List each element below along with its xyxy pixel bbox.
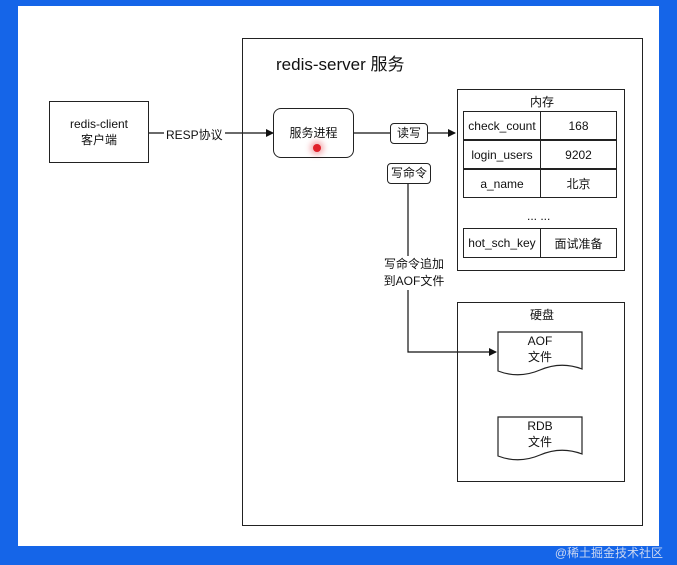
memory-key-cell: hot_sch_key <box>463 228 541 258</box>
memory-key-text: login_users <box>471 147 533 162</box>
aof-file-line1: AOF <box>527 334 553 348</box>
write-command-box: 写命令 <box>387 163 431 184</box>
memory-key-cell: login_users <box>463 140 541 169</box>
cursor-indicator <box>313 144 321 152</box>
memory-key-text: check_count <box>468 118 536 133</box>
memory-value-text: 面试准备 <box>554 236 603 251</box>
rdb-file-label: RDB 文件 <box>497 418 583 450</box>
redis-client-label: redis-client <box>69 116 129 131</box>
memory-ellipsis: ... ... <box>527 209 551 223</box>
memory-value-cell: 168 <box>540 111 617 140</box>
server-title: redis-server 服务 <box>276 55 405 74</box>
redis-server-container <box>242 38 643 526</box>
rdb-file-line2: 文件 <box>527 435 552 450</box>
memory-container <box>457 89 625 271</box>
aof-file-line2: 文件 <box>527 350 552 365</box>
resp-protocol-label: RESP协议 <box>164 126 225 143</box>
memory-key-text: a_name <box>480 176 524 191</box>
service-process-label: 服务进程 <box>289 125 338 140</box>
memory-key-cell: check_count <box>463 111 541 140</box>
disk-container <box>457 302 625 482</box>
rdb-file-shape <box>497 416 583 461</box>
redis-client-box: redis-client 客户端 <box>49 101 149 163</box>
append-note-line2: 到AOF文件 <box>383 273 445 288</box>
append-note-line1: 写命令追加 <box>383 257 444 271</box>
memory-value-text: 9202 <box>565 147 592 162</box>
append-note: 写命令追加 到AOF文件 <box>374 256 454 290</box>
disk-title: 硬盘 <box>530 308 555 322</box>
memory-value-text: 168 <box>568 118 589 133</box>
rdb-file-line1: RDB <box>527 419 553 433</box>
memory-value-cell: 北京 <box>540 169 617 198</box>
aof-file-shape <box>497 331 583 376</box>
client-cn-label: 客户端 <box>80 133 117 147</box>
aof-file-label: AOF 文件 <box>497 333 583 365</box>
memory-key-cell: a_name <box>463 169 541 198</box>
write-command-label: 写命令 <box>390 166 427 181</box>
diagram-canvas: redis-client 客户端 RESP协议 redis-server 服务 … <box>18 6 659 546</box>
source-watermark: @稀土掘金技术社区 <box>554 546 663 560</box>
memory-title: 内存 <box>530 95 555 109</box>
memory-value-cell: 9202 <box>540 140 617 169</box>
memory-value-cell: 面试准备 <box>540 228 617 258</box>
memory-value-text: 北京 <box>566 177 591 191</box>
read-write-box: 读写 <box>390 123 428 144</box>
memory-key-text: hot_sch_key <box>468 236 536 250</box>
read-write-label: 读写 <box>396 126 421 141</box>
